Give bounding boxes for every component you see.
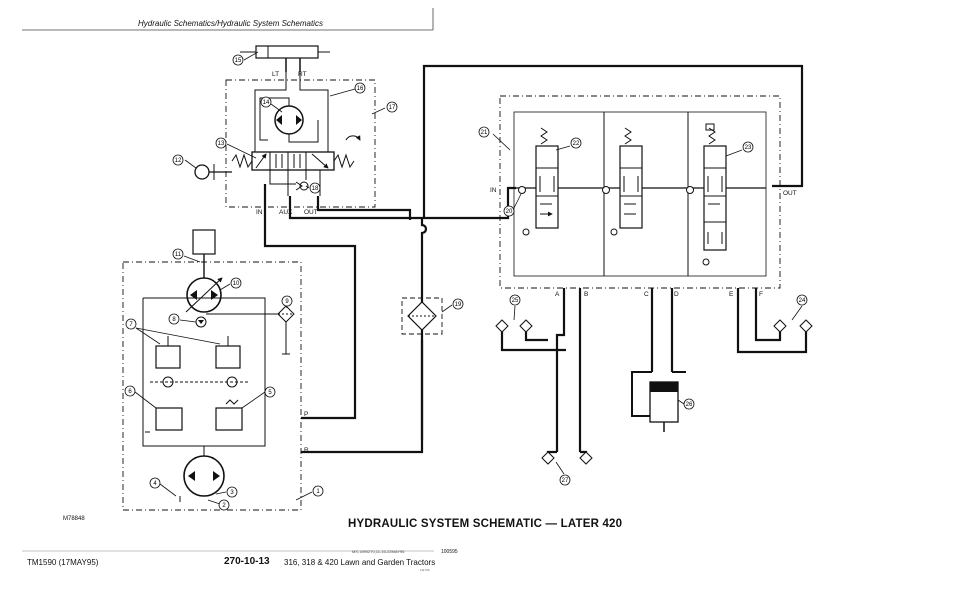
- port-aux: AUX: [279, 209, 293, 216]
- svg-text:22: 22: [573, 141, 580, 147]
- callout-8: 8: [168, 313, 180, 325]
- callout-24: 24: [796, 294, 808, 306]
- callout-14: 14: [260, 96, 272, 108]
- header-title: Hydraulic Schematics/Hydraulic System Sc…: [138, 19, 323, 28]
- callout-13: 13: [215, 137, 227, 149]
- footer-small-code: 111796: [420, 568, 430, 572]
- port-in: IN: [256, 209, 263, 216]
- svg-text:23: 23: [745, 145, 752, 151]
- hydraulic-lines: [263, 64, 808, 458]
- svg-text:14: 14: [263, 100, 270, 106]
- valve-port-out: OUT: [783, 190, 797, 197]
- callout-25: 25: [509, 294, 521, 306]
- oil-cooler: [401, 297, 443, 335]
- doc-reference-date: 100595: [441, 549, 458, 555]
- port-lt: LT: [272, 71, 279, 78]
- svg-text:10: 10: [233, 281, 240, 287]
- port-r: R: [304, 447, 309, 454]
- svg-text:12: 12: [175, 158, 182, 164]
- control-valve-bank: [499, 95, 781, 289]
- doc-reference: MX,1590270,11-16-22MAY95: [352, 549, 405, 554]
- svg-text:19: 19: [455, 302, 462, 308]
- svg-text:5: 5: [268, 390, 272, 396]
- svg-text:13: 13: [218, 141, 225, 147]
- hydrostatic-transmission: [122, 229, 302, 511]
- callout-19: 19: [452, 298, 464, 310]
- callout-21: 21: [478, 126, 490, 138]
- svg-text:9: 9: [285, 299, 289, 305]
- svg-text:26: 26: [686, 402, 693, 408]
- callout-17: 17: [386, 101, 398, 113]
- svg-text:2: 2: [222, 503, 226, 509]
- page-number: 270-10-13: [224, 556, 270, 567]
- callout-15: 15: [232, 54, 244, 66]
- svg-text:3: 3: [230, 490, 234, 496]
- callout-23: 23: [742, 141, 754, 153]
- svg-text:11: 11: [175, 252, 182, 258]
- steering-input: [194, 164, 232, 180]
- svg-text:24: 24: [799, 298, 806, 304]
- product-name: 316, 318 & 420 Lawn and Garden Tractors: [284, 558, 436, 567]
- port-d: D: [674, 291, 679, 298]
- lift-cylinder: [631, 371, 686, 432]
- svg-text:16: 16: [357, 86, 364, 92]
- port-p: P: [304, 411, 308, 418]
- port-out: OUT: [304, 209, 318, 216]
- callouts: 15 14 16 17 13 12 18 21 22 23 20 11 10 8…: [124, 54, 808, 511]
- svg-text:25: 25: [512, 298, 519, 304]
- quick-couplers: [495, 319, 813, 465]
- svg-text:17: 17: [389, 105, 396, 111]
- callout-26: 26: [683, 398, 695, 410]
- port-rt: RT: [298, 71, 307, 78]
- figure-caption: HYDRAULIC SYSTEM SCHEMATIC — LATER 420: [348, 518, 623, 530]
- port-a: A: [555, 291, 560, 298]
- svg-text:20: 20: [506, 209, 513, 215]
- valve-port-in: IN: [490, 187, 497, 194]
- figure-id: M78848: [63, 516, 85, 522]
- callout-22: 22: [570, 137, 582, 149]
- port-b: B: [584, 291, 588, 298]
- callout-12: 12: [172, 154, 184, 166]
- svg-text:15: 15: [235, 58, 242, 64]
- steering-valve-group: [225, 72, 376, 208]
- callout-leaders: [134, 51, 803, 505]
- port-f: F: [759, 291, 763, 298]
- port-e: E: [729, 291, 734, 298]
- callout-11: 11: [172, 248, 184, 260]
- callout-9: 9: [281, 295, 293, 307]
- port-c: C: [644, 291, 649, 298]
- svg-text:6: 6: [128, 389, 132, 395]
- manual-id: TM1590 (17MAY95): [27, 558, 99, 567]
- svg-text:27: 27: [562, 478, 569, 484]
- callout-4: 4: [149, 477, 161, 489]
- steering-cylinder: [240, 45, 330, 72]
- svg-text:21: 21: [481, 130, 488, 136]
- svg-text:18: 18: [312, 186, 319, 192]
- callout-6: 6: [124, 385, 136, 397]
- callout-5: 5: [264, 386, 276, 398]
- port-labels: LT RT IN AUX OUT P R IN OUT A B C D E F: [256, 71, 797, 454]
- callout-16: 16: [354, 82, 366, 94]
- svg-text:4: 4: [153, 481, 157, 487]
- callout-7: 7: [125, 318, 137, 330]
- svg-text:7: 7: [129, 322, 133, 328]
- svg-text:1: 1: [316, 489, 320, 495]
- svg-text:8: 8: [172, 317, 176, 323]
- callout-10: 10: [230, 277, 242, 289]
- callout-20: 20: [503, 205, 515, 217]
- callout-2: 2: [218, 499, 230, 511]
- callout-18: 18: [309, 182, 321, 194]
- callout-27: 27: [559, 474, 571, 486]
- callout-1: 1: [312, 485, 324, 497]
- header-rule: [22, 8, 434, 31]
- callout-3: 3: [226, 486, 238, 498]
